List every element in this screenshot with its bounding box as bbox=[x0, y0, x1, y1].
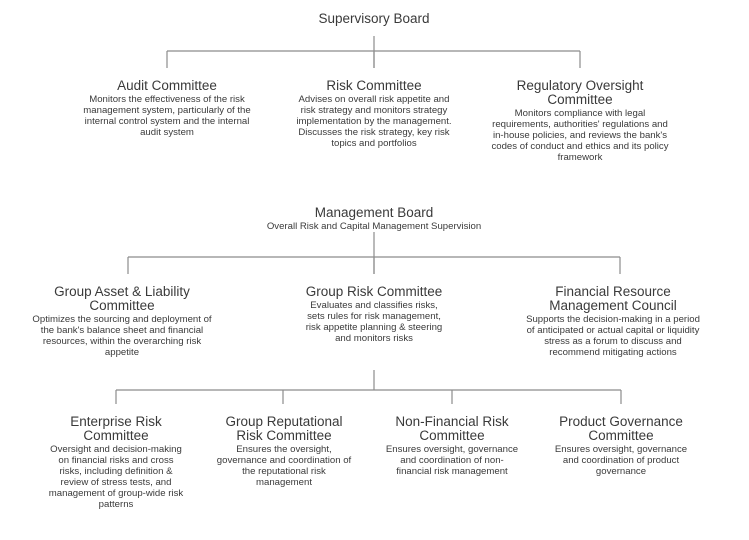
audit-committee-description: Monitors the effectiveness of the risk m… bbox=[83, 94, 251, 138]
management-board-title: Management Board bbox=[314, 205, 434, 220]
risk-committee-description: Advises on overall risk appetite and ris… bbox=[296, 94, 452, 149]
group-reputational-risk-committee-description: Ensures the oversight, governance and co… bbox=[216, 444, 352, 488]
financial-resource-management-council-description: Supports the decision-making in a period… bbox=[526, 314, 700, 358]
group-asset-liability-committee: Group Asset & Liability Committee Optimi… bbox=[17, 284, 227, 359]
supervisory-board-title: Supervisory Board bbox=[318, 11, 430, 26]
risk-committee-title: Risk Committee bbox=[326, 78, 422, 93]
management-board: Management Board Overall Risk and Capita… bbox=[224, 205, 524, 232]
enterprise-risk-committee-title: Enterprise Risk Committee bbox=[70, 414, 162, 443]
regulatory-oversight-committee-title: Regulatory Oversight Committee bbox=[516, 78, 644, 107]
product-governance-committee-title: Product Governance Committee bbox=[559, 414, 683, 443]
regulatory-oversight-committee-description: Monitors compliance with legal requireme… bbox=[491, 108, 669, 163]
audit-committee: Audit Committee Monitors the effectivene… bbox=[67, 78, 267, 139]
group-risk-committee: Group Risk Committee Evaluates and class… bbox=[274, 284, 474, 345]
group-reputational-risk-committee-title: Group Reputational Risk Committee bbox=[225, 414, 343, 443]
non-financial-risk-committee-description: Ensures oversight, governance and coordi… bbox=[385, 444, 519, 477]
non-financial-risk-committee-title: Non-Financial Risk Committee bbox=[395, 414, 509, 443]
supervisory-board: Supervisory Board bbox=[318, 11, 429, 27]
product-governance-committee: Product Governance Committee Ensures ove… bbox=[541, 414, 701, 478]
group-asset-liability-committee-title: Group Asset & Liability Committee bbox=[54, 284, 190, 313]
group-risk-committee-title: Group Risk Committee bbox=[305, 284, 443, 299]
group-asset-liability-committee-description: Optimizes the sourcing and deployment of… bbox=[32, 314, 212, 358]
enterprise-risk-committee-description: Oversight and decision-making on financi… bbox=[48, 444, 184, 510]
management-board-subtitle: Overall Risk and Capital Management Supe… bbox=[266, 221, 482, 232]
risk-committee: Risk Committee Advises on overall risk a… bbox=[274, 78, 474, 150]
regulatory-oversight-committee: Regulatory Oversight Committee Monitors … bbox=[475, 78, 685, 164]
product-governance-committee-description: Ensures oversight, governance and coordi… bbox=[554, 444, 688, 477]
financial-resource-management-council-title: Financial Resource Management Council bbox=[549, 284, 677, 313]
non-financial-risk-committee: Non-Financial Risk Committee Ensures ove… bbox=[372, 414, 532, 478]
enterprise-risk-committee: Enterprise Risk Committee Oversight and … bbox=[36, 414, 196, 511]
group-risk-committee-description: Evaluates and classifies risks, sets rul… bbox=[305, 300, 443, 344]
audit-committee-title: Audit Committee bbox=[117, 78, 217, 93]
financial-resource-management-council: Financial Resource Management Council Su… bbox=[508, 284, 718, 359]
group-reputational-risk-committee: Group Reputational Risk Committee Ensure… bbox=[204, 414, 364, 489]
